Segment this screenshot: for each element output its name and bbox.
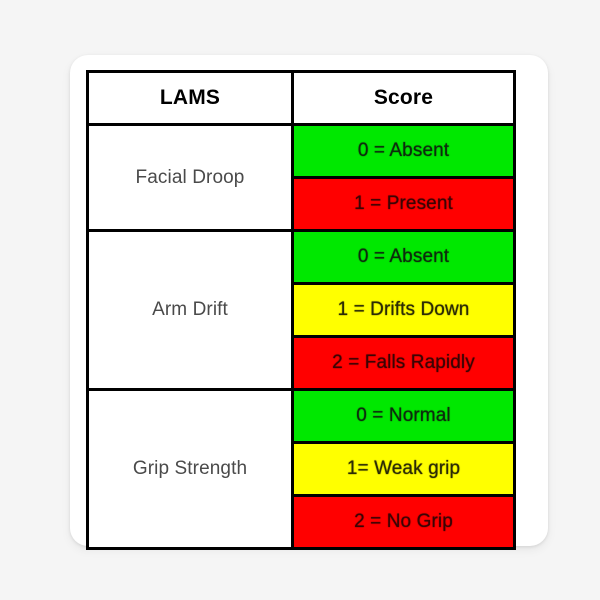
column-header-lams: LAMS bbox=[86, 70, 294, 126]
group-label-cell: Facial Droop bbox=[86, 123, 294, 232]
column-header-score: Score bbox=[291, 70, 516, 126]
table-row: 2 = No Grip bbox=[88, 494, 516, 550]
score-cell: 1= Weak grip bbox=[291, 441, 516, 497]
table-row: 1 = Drifts Down bbox=[88, 282, 516, 338]
table-row: 1= Weak grip bbox=[88, 441, 516, 497]
table-header: LAMS Score bbox=[86, 70, 516, 126]
score-cell: 2 = No Grip bbox=[291, 494, 516, 550]
table-row: 2 = Falls Rapidly bbox=[88, 335, 516, 391]
score-cell: 1 = Drifts Down bbox=[291, 282, 516, 338]
group-label-cell: Arm Drift bbox=[86, 229, 294, 391]
score-cell: 0 = Normal bbox=[291, 388, 516, 444]
table-row: 1 = Present bbox=[88, 176, 516, 232]
score-cell: 0 = Absent bbox=[291, 229, 516, 285]
score-cell: 2 = Falls Rapidly bbox=[291, 335, 516, 391]
header-row: LAMS Score bbox=[86, 70, 516, 126]
group-label-cell: Grip Strength bbox=[86, 388, 294, 550]
score-cell: 0 = Absent bbox=[291, 123, 516, 179]
score-cell: 1 = Present bbox=[291, 176, 516, 232]
